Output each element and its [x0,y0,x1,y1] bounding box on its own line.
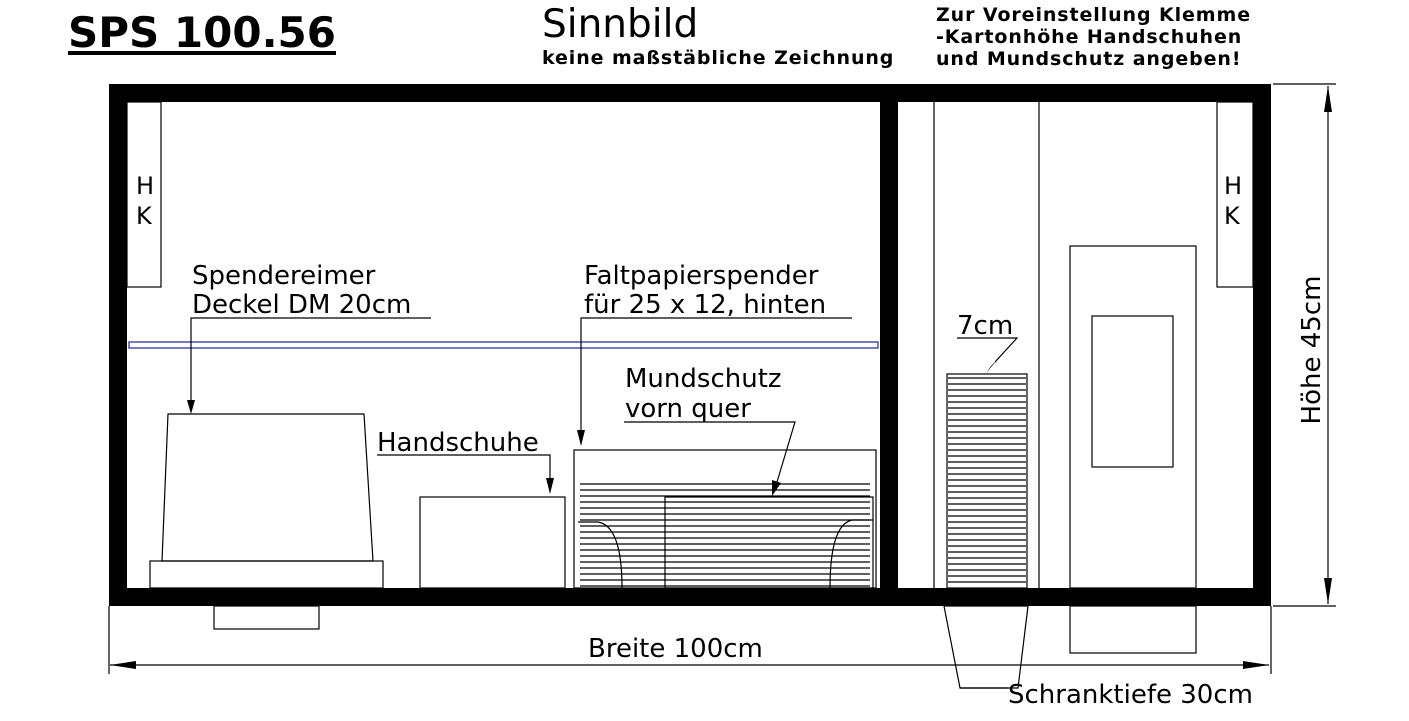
bottom-foot [213,605,320,630]
label-deckel: Deckel DM 20cm [192,290,412,320]
mask-box [664,496,874,589]
page-title: SPS 100.56 [68,8,336,57]
leader-7cm [957,337,1019,363]
label-hoehe: Höhe 45cm [1297,275,1327,425]
cabinet-wall-right [1253,84,1271,606]
label-spendereimer: Spendereimer [192,261,376,291]
label-faltpapier-size: für 25 x 12, hinten [584,290,827,320]
label-faltpapierspender: Faltpapierspender [584,261,819,291]
arrow-7cm [986,358,999,373]
subtitle-note: keine maßstäbliche Zeichnung [542,47,895,69]
arrow-height-top [1324,86,1332,112]
gloves-box [419,496,566,589]
subtitle: Sinnbild [542,2,699,47]
leader-mundschutz [624,421,796,483]
arrow-spendereimer [187,400,195,414]
dispenser-bucket [161,413,374,562]
hk-strip-right [1216,101,1254,288]
arrow-handschuhe [546,478,554,494]
arrow-width-left [110,661,136,669]
bucket-base [149,560,384,589]
holder-foot [1069,605,1197,654]
arrow-height-bottom [1324,578,1332,604]
holder-window [1091,315,1174,468]
cabinet-wall-top [109,84,1271,102]
paper-stripes [580,483,870,587]
leader-spendereimer [190,317,431,402]
note-line-2: -Kartonhöhe Handschuhen [936,26,1243,48]
arrow-faltpapier [577,430,585,446]
arrow-mundschutz [772,480,781,496]
cabinet-wall-left [109,84,127,606]
leader-handschuhe [377,454,551,480]
cabinet-wall-bottom [109,588,1271,606]
vertical-holder [1069,245,1197,589]
dispenser-curve-left [578,521,623,589]
hk-right-h: H [1224,172,1243,200]
label-mundschutz: Mundschutz [625,364,782,394]
cabinet-divider [880,84,898,606]
hk-left-k: K [136,202,152,230]
label-7cm: 7cm [957,311,1014,341]
label-breite: Breite 100cm [588,634,763,664]
leader-faltpapier [580,317,852,432]
depth-foot [943,605,1029,689]
arrow-width-right [1243,661,1269,669]
stack-7cm [948,377,1026,583]
label-handschuhe: Handschuhe [377,428,539,458]
shelf [128,341,879,349]
hk-right-k: K [1224,202,1240,230]
note-line-1: Zur Voreinstellung Klemme [936,4,1251,26]
note-line-3: und Mundschutz angeben! [936,48,1242,70]
label-mundschutz-position: vorn quer [625,394,751,424]
hk-strip-left [126,101,162,288]
stack-7cm-outline [946,373,1028,589]
dispenser-curve-right [829,519,873,589]
hk-left-h: H [136,172,155,200]
label-schranktiefe: Schranktiefe 30cm [1008,680,1253,710]
